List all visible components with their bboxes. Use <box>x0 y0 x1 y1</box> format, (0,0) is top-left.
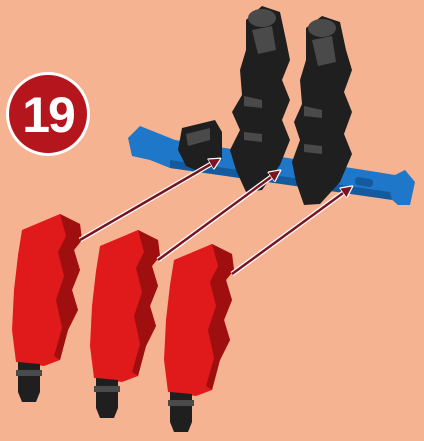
step-number: 19 <box>22 90 74 140</box>
step-number-badge: 19 <box>6 72 90 156</box>
